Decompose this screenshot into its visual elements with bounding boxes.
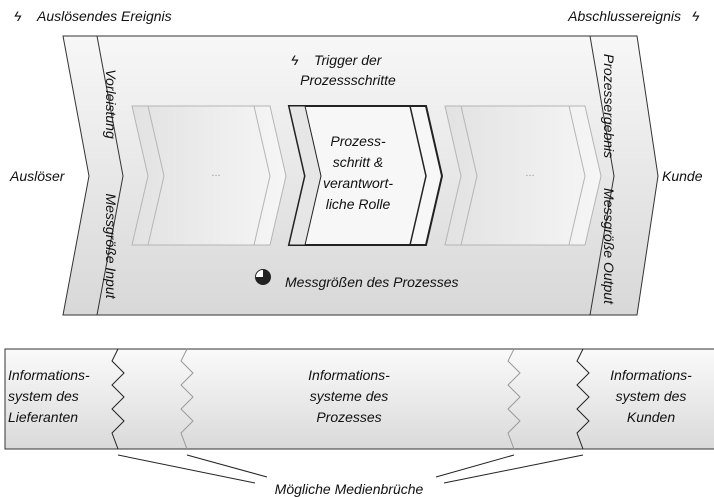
input-bottom-label: Messgröße Input — [103, 193, 119, 299]
end-event: Abschlussereignis ϟ — [567, 8, 700, 24]
process-step-3: ... — [444, 105, 602, 246]
step-3-placeholder: ... — [525, 167, 534, 179]
process-system-line-3: Prozesses — [316, 409, 381, 425]
supplier-system-line-3: Lieferanten — [8, 409, 78, 425]
input-top-label: Vorleistung — [103, 69, 119, 139]
pie-chart-icon — [255, 269, 271, 285]
input-band-border — [96, 35, 124, 316]
process-system-line-2: systeme des — [310, 388, 389, 404]
end-event-label: Abschlussereignis — [567, 8, 681, 24]
lightning-icon: ϟ — [291, 52, 299, 68]
process-step-2: Prozess- schritt & verantwort- liche Rol… — [287, 105, 444, 246]
step-1-placeholder: ... — [211, 167, 220, 179]
trigger-line-2: Prozessschritte — [300, 72, 396, 88]
media-break-2 — [180, 348, 194, 450]
output-band-border — [589, 35, 615, 316]
trigger-source-label: Auslöser — [9, 168, 66, 184]
supplier-system-line-2: system des — [8, 388, 79, 404]
customer-system-line-3: Kunden — [627, 409, 675, 425]
customer-system-line-1: Informations- — [610, 367, 692, 383]
lightning-icon: ϟ — [692, 8, 700, 24]
process-system-line-1: Informations- — [308, 367, 390, 383]
customer-label: Kunde — [662, 168, 703, 184]
information-systems-bar: Informations- system des Lieferanten Inf… — [4, 348, 714, 450]
media-break-1 — [111, 348, 125, 450]
step-2-line-2: schritt & — [333, 154, 384, 170]
start-event: ϟ Auslösendes Ereignis — [14, 8, 172, 24]
step-2-line-1: Prozess- — [330, 133, 386, 149]
supplier-system-line-1: Informations- — [8, 367, 90, 383]
start-event-label: Auslösendes Ereignis — [36, 8, 172, 24]
step-2-line-3: verantwort- — [323, 175, 393, 191]
trigger-line-1: Trigger der — [314, 52, 383, 68]
media-break-3 — [507, 348, 521, 450]
media-breaks-label: Mögliche Medienbrüche — [275, 481, 424, 497]
output-top-label: Prozessergebnis — [601, 54, 617, 158]
customer-system-line-2: system des — [616, 388, 687, 404]
lightning-icon: ϟ — [14, 8, 22, 24]
process-step-1: ... — [131, 105, 287, 246]
metrics-label: Messgrößen des Prozesses — [285, 274, 459, 290]
media-break-4 — [576, 348, 590, 450]
step-2-line-4: liche Rolle — [326, 196, 391, 212]
media-break-connectors — [117, 454, 584, 484]
output-bottom-label: Messgröße Output — [601, 188, 617, 305]
